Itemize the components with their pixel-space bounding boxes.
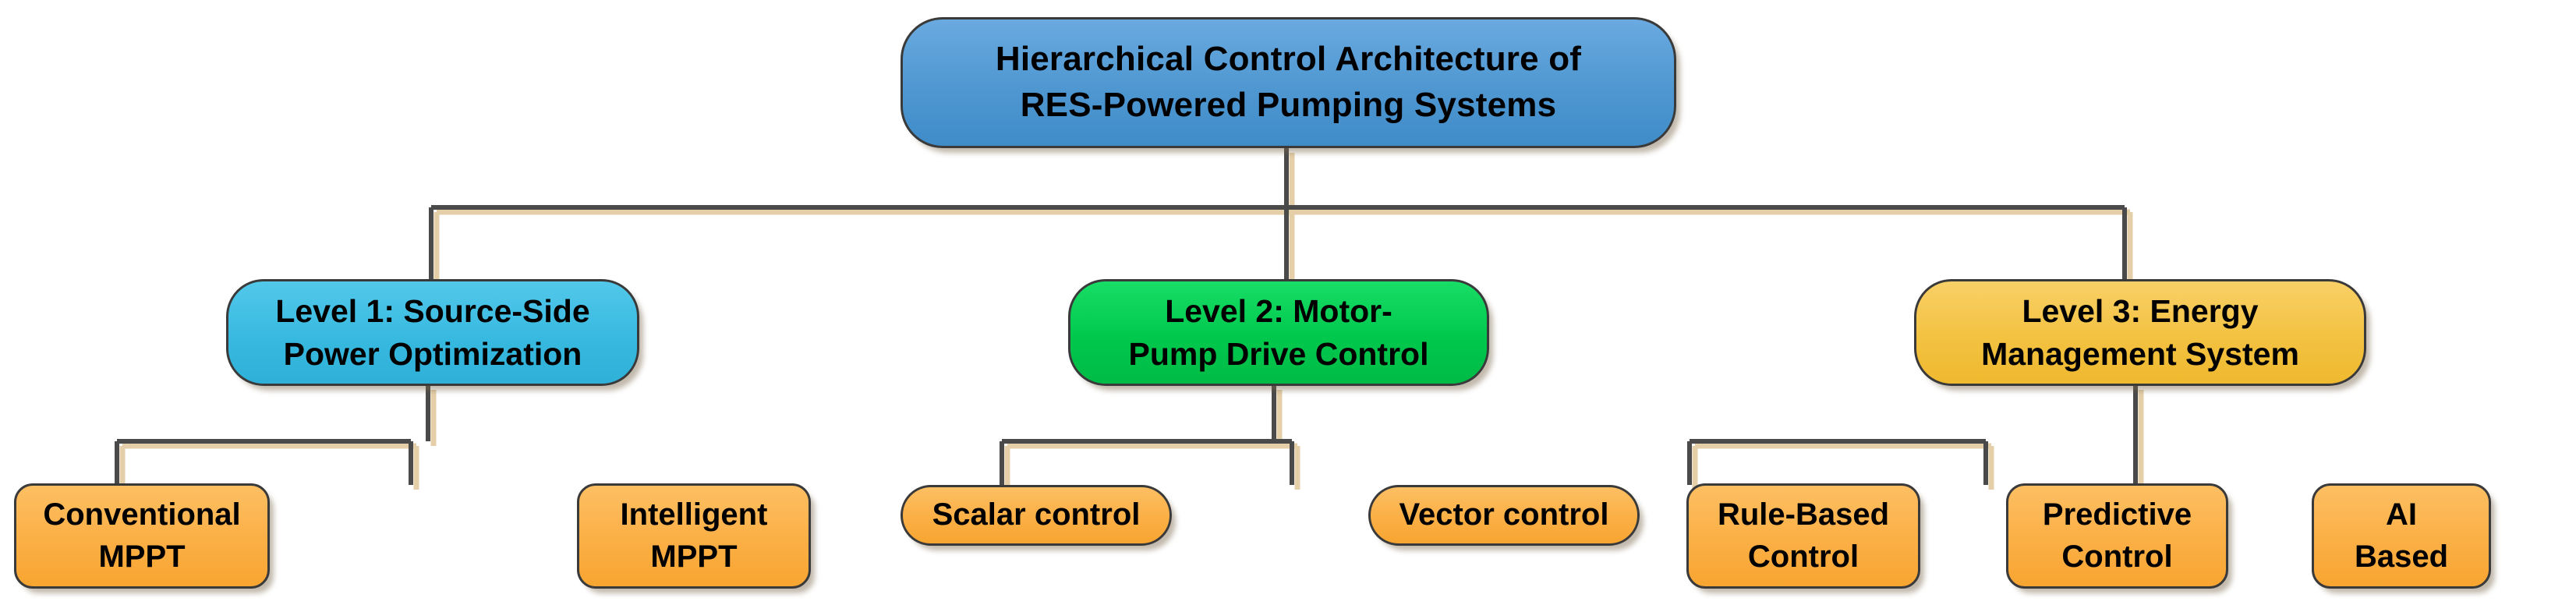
node-level-3[interactable]: Level 3: Energy Management System [1914,279,2366,386]
node-leaf-conventional-mppt[interactable]: Conventional MPPT [14,483,270,589]
node-level-1[interactable]: Level 1: Source-Side Power Optimization [226,279,639,386]
node-leaf-predictive-control[interactable]: Predictive Control [2006,483,2228,589]
node-level-2[interactable]: Level 2: Motor- Pump Drive Control [1068,279,1489,386]
node-leaf-intelligent-mppt[interactable]: Intelligent MPPT [577,483,811,589]
node-leaf-ai-based[interactable]: AI Based [2312,483,2491,589]
node-root[interactable]: Hierarchical Control Architecture of RES… [901,17,1676,148]
node-leaf-scalar-control[interactable]: Scalar control [901,485,1172,546]
node-leaf-rule-based-control[interactable]: Rule-Based Control [1686,483,1920,589]
node-leaf-vector-control[interactable]: Vector control [1368,485,1640,546]
